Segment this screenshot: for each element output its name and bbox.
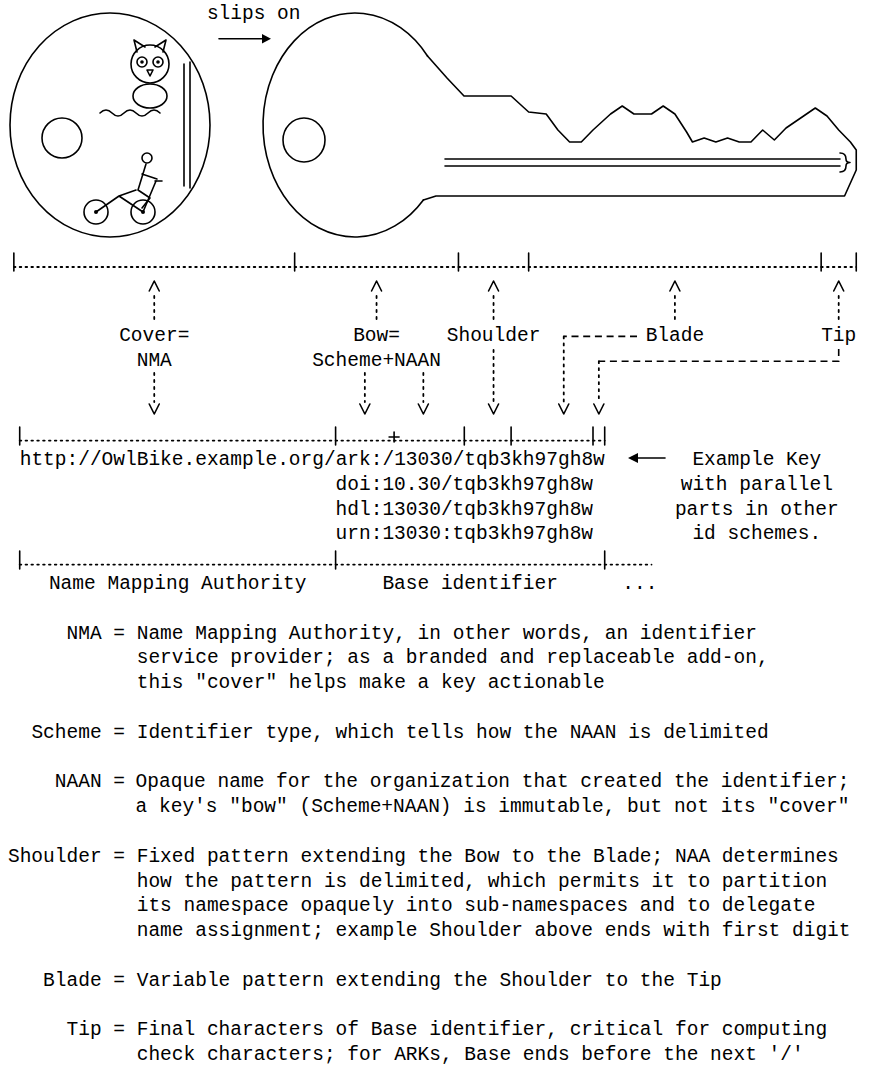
part-label: Blade: [646, 324, 705, 349]
ruler-ticks: [20, 427, 605, 445]
owl-eye: [153, 57, 163, 67]
glossary-term: Tip =: [66, 1018, 125, 1043]
part-label: Tip: [821, 324, 856, 349]
cover-rim: [184, 62, 190, 188]
key-groove: [445, 159, 840, 166]
key-ruler: [20, 440, 605, 442]
action-label: slips on: [207, 2, 301, 27]
glossary-definition: Identifier type, which tells how the NAA…: [137, 721, 769, 746]
pointer-caret: [149, 281, 843, 291]
glossary-term: NAAN =: [55, 770, 125, 795]
key-blade: [423, 56, 856, 200]
part-ruler: [14, 266, 856, 268]
ruler-ticks: [14, 253, 856, 271]
part-label: Cover= NMA: [117, 324, 192, 374]
owl-pupil: [140, 60, 144, 64]
glossary-term: Shoulder =: [8, 845, 125, 870]
glossary-term: Blade =: [43, 969, 125, 994]
bike-frame: [96, 181, 156, 212]
parallel-id: hdl:13030/tqb3kh97gh8w: [336, 498, 593, 523]
note-arrowhead: [628, 453, 638, 463]
rider-head: [142, 153, 152, 163]
segment-label: Name Mapping Authority: [49, 572, 306, 597]
ruler-plus: [389, 432, 399, 442]
glossary-term: Scheme =: [31, 721, 125, 746]
owl-beak: [147, 70, 153, 76]
note-text: Example Key with parallel parts in other…: [672, 448, 841, 547]
glossary-definition: Opaque name for the organization that cr…: [136, 770, 866, 820]
segment-label: Base identifier: [382, 572, 558, 597]
glossary-term: NMA =: [66, 622, 125, 647]
parallel-id: urn:13030:tqb3kh97gh8w: [336, 522, 593, 547]
slip-arrowhead: [262, 34, 271, 44]
owl-ears: [134, 40, 166, 52]
key-hole: [283, 118, 325, 162]
owl-pupil: [156, 60, 160, 64]
glossary-definition: Name Mapping Authority, in other words, …: [137, 622, 774, 696]
owl-eye: [137, 57, 147, 67]
tip-leader: [599, 349, 839, 361]
ruler-ticks: [20, 551, 605, 569]
part-label: Shoulder: [447, 324, 541, 349]
ellipsis: ...: [622, 572, 657, 597]
slip-arrow: [219, 38, 263, 40]
glossary-definition: Fixed pattern extending the Bow to the B…: [137, 845, 856, 944]
cover-outline: [10, 13, 210, 237]
example-key: http://OwlBike.example.org/ark:/13030/tq…: [20, 448, 605, 473]
owl-branch: [100, 110, 160, 116]
key-groove-end: [840, 153, 850, 172]
owl-body: [133, 84, 167, 108]
blade-leader: [564, 336, 637, 338]
part-label: Bow= Scheme+NAAN: [310, 324, 444, 374]
moon: [42, 118, 82, 158]
leader-line: [154, 296, 838, 324]
glossary-definition: Final characters of Base identifier, cri…: [137, 1018, 832, 1068]
key-bow: [263, 13, 427, 237]
note-arrow: [637, 457, 665, 459]
parallel-id: doi:10.30/tqb3kh97gh8w: [336, 473, 593, 498]
pointer-chevron: [149, 404, 604, 414]
glossary-definition: Variable pattern extending the Shoulder …: [137, 969, 722, 994]
